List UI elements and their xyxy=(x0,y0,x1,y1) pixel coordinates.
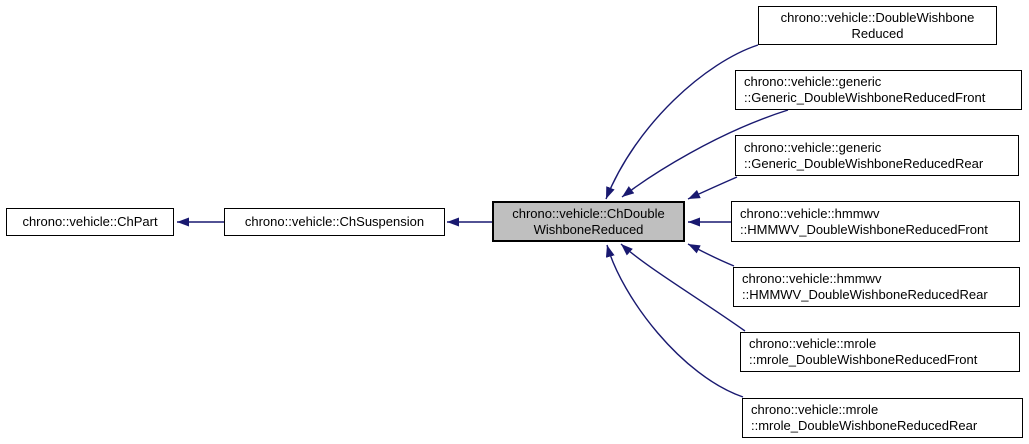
node-mrole-front-label-line1: chrono::vehicle::mrole xyxy=(749,336,877,351)
node-hmmwv-rear-label-line1: chrono::vehicle::hmmwv xyxy=(742,271,882,286)
node-generic-doublewishbonereducedrear[interactable]: chrono::vehicle::generic ::Generic_Doubl… xyxy=(735,135,1019,176)
edge-doublewishbonereduced-to-chdoublewishbonereduced xyxy=(605,44,759,200)
node-mrole-rear-label-line1: chrono::vehicle::mrole xyxy=(751,402,879,417)
node-mrole-rear-label-line2: ::mrole_DoubleWishboneReducedRear xyxy=(751,418,978,433)
edge-generic-front-to-chdoublewishbonereduced xyxy=(621,109,789,198)
node-doublewishbonereduced[interactable]: chrono::vehicle::DoubleWishbone Reduced xyxy=(758,6,997,45)
node-chsuspension-label: chrono::vehicle::ChSuspension xyxy=(244,214,425,229)
node-doublewishbonereduced-label-line2: Reduced xyxy=(851,25,904,41)
node-generic-rear-label-line1: chrono::vehicle::generic xyxy=(744,139,882,155)
node-hmmwv-doublewishbonereducedfront[interactable]: chrono::vehicle::hmmwv ::HMMWV_DoubleWis… xyxy=(731,201,1020,242)
node-chpart[interactable]: chrono::vehicle::ChPart xyxy=(6,208,174,236)
node-hmmwv-doublewishbonereducedrear[interactable]: chrono::vehicle::hmmwv ::HMMWV_DoubleWis… xyxy=(733,267,1020,307)
node-chdoublewishbonereduced-label-line2: WishboneReduced xyxy=(533,221,644,237)
node-chsuspension[interactable]: chrono::vehicle::ChSuspension xyxy=(224,208,445,236)
node-chdoublewishbonereduced[interactable]: chrono::vehicle::ChDouble WishboneReduce… xyxy=(492,201,685,242)
node-doublewishbonereduced-label-line1: chrono::vehicle::DoubleWishbone xyxy=(780,9,975,25)
node-hmmwv-front-label-line1: chrono::vehicle::hmmwv xyxy=(740,205,880,221)
node-chpart-label: chrono::vehicle::ChPart xyxy=(22,214,158,229)
node-generic-front-label-line1: chrono::vehicle::generic xyxy=(744,74,882,89)
node-hmmwv-rear-label-line2: ::HMMWV_DoubleWishboneReducedRear xyxy=(742,287,988,302)
node-mrole-doublewishbonereducedrear[interactable]: chrono::vehicle::mrole ::mrole_DoubleWis… xyxy=(742,398,1023,438)
node-mrole-front-label-line2: ::mrole_DoubleWishboneReducedFront xyxy=(749,352,978,367)
node-generic-doublewishbonereducedfront[interactable]: chrono::vehicle::generic ::Generic_Doubl… xyxy=(735,70,1022,110)
node-mrole-doublewishbonereducedfront[interactable]: chrono::vehicle::mrole ::mrole_DoubleWis… xyxy=(740,332,1020,372)
edge-hmmwv-rear-to-chdoublewishbonereduced xyxy=(687,243,735,267)
edge-mrole-rear-to-chdoublewishbonereduced xyxy=(605,244,744,398)
node-generic-rear-label-line2: ::Generic_DoubleWishboneReducedRear xyxy=(744,155,984,171)
node-hmmwv-front-label-line2: ::HMMWV_DoubleWishboneReducedFront xyxy=(740,221,988,237)
node-generic-front-label-line2: ::Generic_DoubleWishboneReducedFront xyxy=(744,90,986,105)
edge-mrole-front-to-chdoublewishbonereduced xyxy=(620,243,746,332)
edge-generic-rear-to-chdoublewishbonereduced xyxy=(687,176,738,200)
node-chdoublewishbonereduced-label-line1: chrono::vehicle::ChDouble xyxy=(512,205,665,221)
